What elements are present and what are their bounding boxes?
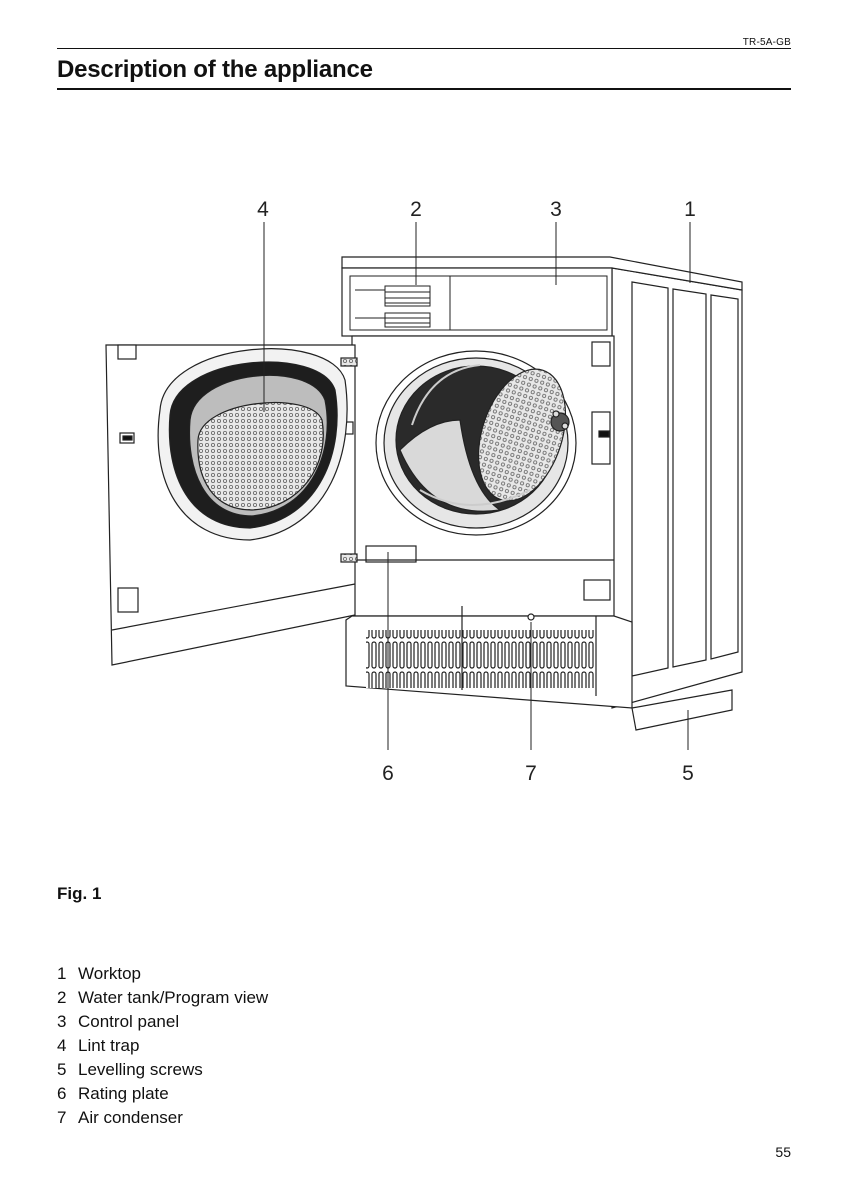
callout-air-condenser: 7 [516, 762, 546, 786]
base-condenser [346, 606, 632, 708]
figure-caption: Fig. 1 [57, 884, 101, 904]
callout-lint-trap: 4 [248, 198, 278, 222]
legend-number: 2 [57, 986, 78, 1010]
legend-number: 4 [57, 1034, 78, 1058]
callout-worktop: 1 [675, 198, 705, 222]
control-panel [350, 276, 607, 330]
legend-number: 5 [57, 1058, 78, 1082]
legend-number: 7 [57, 1106, 78, 1130]
callout-rating-plate: 6 [373, 762, 403, 786]
open-door [106, 345, 357, 665]
legend-label: Lint trap [78, 1034, 139, 1058]
header-rule-top [57, 48, 791, 49]
callout-control-panel: 3 [541, 198, 571, 222]
legend-number: 3 [57, 1010, 78, 1034]
legend-number: 6 [57, 1082, 78, 1106]
page-number: 55 [740, 1144, 791, 1160]
page-title: Description of the appliance [57, 56, 373, 84]
legend-label: Rating plate [78, 1082, 169, 1106]
callout-levelling-screws: 5 [673, 762, 703, 786]
legend-number: 1 [57, 962, 78, 986]
tumble-dryer-drawing [0, 190, 842, 800]
legend-label: Levelling screws [78, 1058, 203, 1082]
legend-label: Worktop [78, 962, 141, 986]
header-rule-bottom [57, 88, 791, 90]
legend-label: Air condenser [78, 1106, 183, 1130]
legend-label: Water tank/Program view [78, 986, 268, 1010]
document-code: TR-5A-GB [700, 37, 791, 48]
appliance-illustration: 4 2 3 1 6 7 5 [0, 190, 842, 800]
callout-water-tank: 2 [401, 198, 431, 222]
legend-label: Control panel [78, 1010, 179, 1034]
